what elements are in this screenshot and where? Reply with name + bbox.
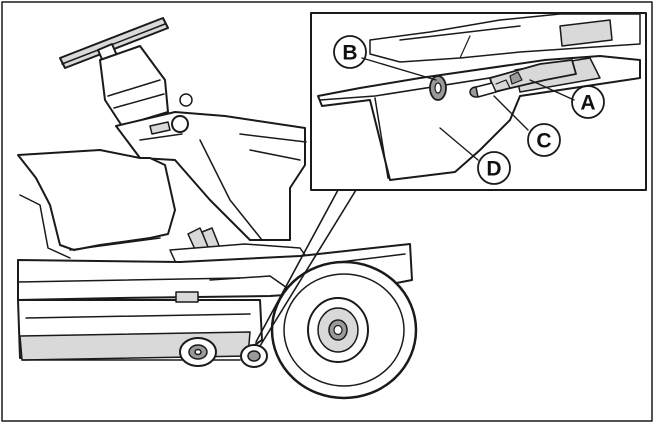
part-c-pin bbox=[469, 71, 523, 98]
hood bbox=[115, 111, 307, 241]
deck-wheel-front bbox=[179, 337, 217, 367]
steering-column bbox=[99, 45, 193, 127]
leader-b bbox=[361, 57, 437, 81]
mower-deck bbox=[17, 291, 263, 361]
inset-leader-lines bbox=[255, 189, 357, 347]
leader-d bbox=[439, 127, 479, 161]
callout-c: C bbox=[527, 123, 561, 157]
callout-b: B bbox=[333, 35, 367, 69]
callout-d-label: D bbox=[486, 158, 501, 181]
tractor-illustration bbox=[17, 17, 418, 400]
inset-frame bbox=[310, 12, 647, 191]
deck-wheel-rear bbox=[240, 344, 268, 368]
callout-a-label: A bbox=[580, 92, 595, 115]
callout-a: A bbox=[571, 85, 605, 119]
leader-c bbox=[493, 95, 529, 131]
leader-a bbox=[529, 79, 575, 101]
detail-inset: B A C D bbox=[310, 12, 647, 191]
callout-d: D bbox=[477, 151, 511, 185]
callout-c-label: C bbox=[536, 130, 551, 153]
part-b-washer bbox=[429, 75, 447, 101]
front-tire bbox=[270, 260, 418, 400]
seat bbox=[17, 149, 176, 259]
callout-b-label: B bbox=[342, 42, 357, 65]
